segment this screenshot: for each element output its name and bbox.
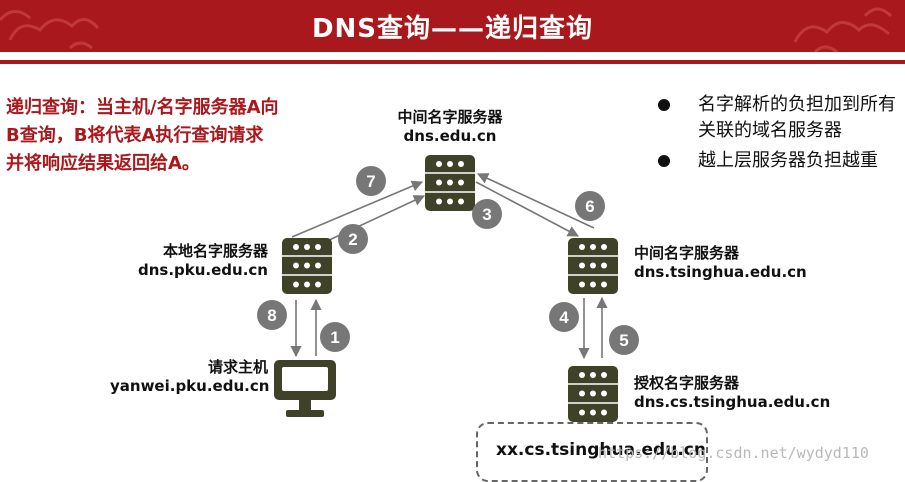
- watermark: https://blog.csdn.net/wydyd110: [598, 444, 869, 462]
- bullet-item: 名字解析的负担加到所有关联的域名服务器: [650, 92, 905, 144]
- middle-server-top-label: 中间名字服务器 dns.edu.cn: [380, 108, 520, 146]
- step-badge-6: 6: [575, 191, 605, 221]
- bullet-dot-icon: [658, 99, 670, 111]
- server-icon: [567, 237, 619, 295]
- svg-text:2: 2: [348, 230, 357, 249]
- cloud-pattern-left: [0, 10, 100, 50]
- node-host: dns.edu.cn: [403, 127, 497, 145]
- server-icon: [281, 237, 333, 295]
- svg-text:8: 8: [267, 306, 276, 325]
- bullet-item: 越上层服务器负担越重: [650, 148, 905, 174]
- step-badge-1: 1: [320, 322, 350, 352]
- svg-text:1: 1: [330, 328, 339, 347]
- node-host: dns.tsinghua.edu.cn: [634, 263, 807, 281]
- server-icon: [424, 154, 476, 212]
- node-title: 中间名字服务器: [634, 244, 740, 262]
- bullet-dot-icon: [658, 155, 670, 167]
- node-host: dns.pku.edu.cn: [138, 261, 268, 279]
- arrow-step-7: [291, 180, 424, 238]
- svg-text:6: 6: [585, 197, 594, 216]
- target-domain: xx.cs.tsinghua.edu.cn: [496, 440, 706, 460]
- node-title: 授权名字服务器: [634, 374, 740, 392]
- svg-text:7: 7: [366, 172, 375, 191]
- bullet-list: 名字解析的负担加到所有关联的域名服务器 越上层服务器负担越重: [650, 92, 905, 178]
- middle-server-right-label: 中间名字服务器 dns.tsinghua.edu.cn: [634, 244, 807, 282]
- arrow-step-6: [476, 173, 595, 229]
- step-badge-2: 2: [338, 224, 368, 254]
- bullet-text: 越上层服务器负担越重: [698, 150, 878, 171]
- title-underline: [0, 60, 905, 64]
- svg-text:4: 4: [559, 308, 569, 327]
- step-badge-7: 7: [356, 166, 386, 196]
- page-title: DNS查询——递归查询: [311, 13, 594, 44]
- recursive-query-definition: 递归查询：当主机/名字服务器A向B查询，B将代表A执行查询请求并将响应结果返回给…: [6, 97, 279, 174]
- monitor-icon: [274, 360, 336, 417]
- step-badge-5: 5: [609, 325, 639, 355]
- node-title: 本地名字服务器: [162, 242, 268, 260]
- local-server-label: 本地名字服务器 dns.pku.edu.cn: [128, 242, 268, 280]
- cloud-pattern-right: [793, 7, 893, 52]
- svg-text:3: 3: [482, 205, 491, 224]
- authoritative-server-label: 授权名字服务器 dns.cs.tsinghua.edu.cn: [634, 374, 830, 412]
- arrow-step-3: [475, 181, 579, 237]
- step-badge-8: 8: [257, 300, 287, 330]
- title-banner: DNS查询——递归查询: [0, 0, 905, 52]
- arrow-step-2: [311, 195, 426, 249]
- node-title: 中间名字服务器: [397, 108, 503, 126]
- step-badge-3: 3: [472, 199, 502, 229]
- bullet-text: 名字解析的负担加到所有关联的域名服务器: [698, 94, 896, 141]
- node-title: 请求主机: [207, 358, 268, 376]
- node-host: yanwei.pku.edu.cn: [110, 377, 270, 395]
- requesting-host-label: 请求主机 yanwei.pku.edu.cn: [110, 358, 270, 396]
- svg-text:5: 5: [619, 331, 628, 350]
- step-badge-4: 4: [549, 302, 579, 332]
- server-icon: [567, 365, 619, 423]
- node-host: dns.cs.tsinghua.edu.cn: [634, 393, 831, 411]
